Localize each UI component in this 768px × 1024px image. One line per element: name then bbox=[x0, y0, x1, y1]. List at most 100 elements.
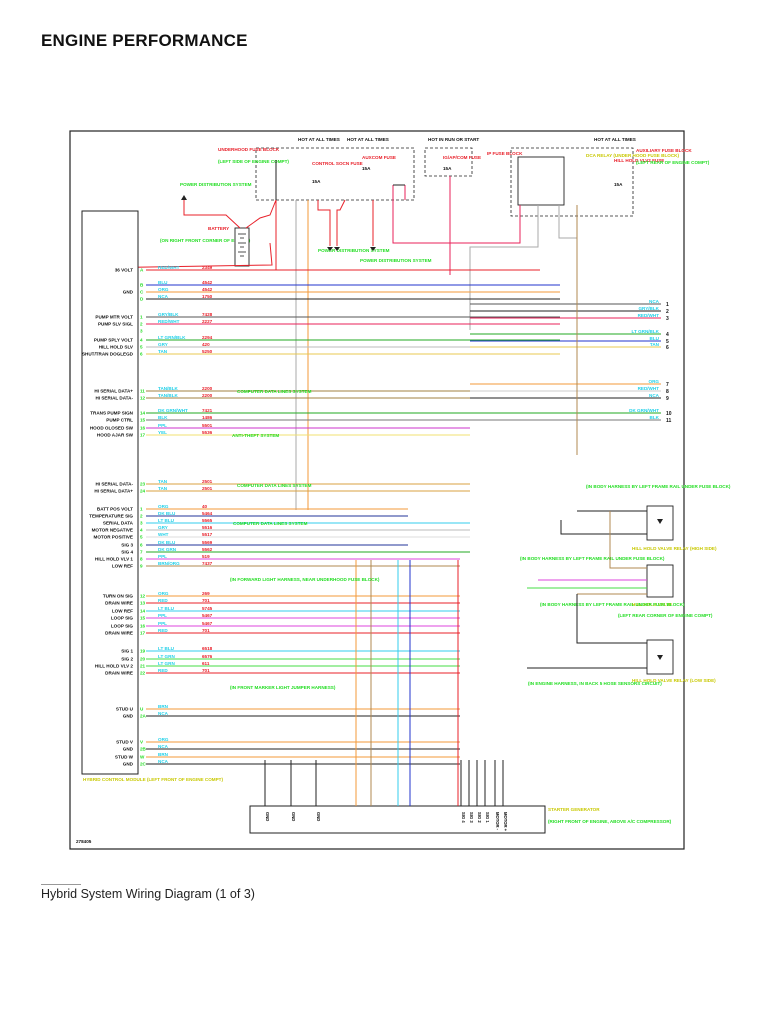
pin-function-label: LOW REF bbox=[112, 609, 133, 614]
circuit-number: 6576 bbox=[202, 654, 213, 659]
wire-color-label: RED bbox=[158, 628, 168, 633]
pin-number: B bbox=[140, 283, 144, 288]
wire-color-label: PPL bbox=[158, 613, 167, 618]
terminal-label: GND bbox=[265, 812, 270, 821]
circuit-number: 2294 bbox=[202, 335, 213, 340]
destination-label: COMPUTER DATA LINES SYSTEM bbox=[237, 483, 312, 488]
hot-label: HOT IN RUN OR START bbox=[428, 137, 479, 142]
fuse-rating: 15A bbox=[312, 179, 321, 184]
circuit-number: 7437 bbox=[202, 561, 213, 566]
pin-number: 6 bbox=[666, 345, 669, 351]
wire-color-label: LT BLU bbox=[158, 646, 175, 651]
destination-label: COMPUTER DATA LINES SYSTEM bbox=[237, 389, 312, 394]
pin-function-label: SIG 4 bbox=[121, 550, 133, 555]
wire-color-label: BLK bbox=[158, 415, 168, 420]
circuit-number: 5536 bbox=[202, 430, 213, 435]
circuit-number: 2501 bbox=[202, 479, 213, 484]
circuit-number: 519 bbox=[202, 554, 210, 559]
pin-number: 15 bbox=[140, 418, 146, 423]
circuit-number: 5569 bbox=[202, 540, 213, 545]
wire-color-label: RED bbox=[158, 668, 168, 673]
pin-number: 21 bbox=[140, 664, 146, 669]
pin-number: V bbox=[140, 740, 144, 745]
pin-number: 13 bbox=[140, 601, 146, 606]
wire-color-label: LT GRN/BLK bbox=[632, 329, 660, 334]
wire-color-label: BRN bbox=[158, 752, 169, 757]
relay-note: DCA RELAY (UNDER HOOD FUSE BLOCK) bbox=[586, 153, 679, 158]
pin-number: 12 bbox=[140, 594, 146, 599]
terminal-label: SIG 2 bbox=[477, 812, 482, 823]
pin-function-label: SERIAL DATA bbox=[103, 521, 134, 526]
fuse-label: IG/AP/COM FUSE bbox=[443, 155, 481, 160]
pin-function-label: HILL HOLD SLV bbox=[99, 345, 134, 350]
circuit-number: 5745 bbox=[202, 606, 213, 611]
pin-function-label: SIG 2 bbox=[121, 657, 133, 662]
underhood-fuse-block-label: UNDERHOOD FUSE BLOCK bbox=[218, 147, 280, 152]
circuit-number: 7428 bbox=[202, 312, 213, 317]
wire-color-label: YEL bbox=[158, 430, 167, 435]
power-distribution-label: POWER DISTRIBUTION SYSTEM bbox=[318, 248, 390, 253]
pin-number: 24 bbox=[140, 489, 146, 494]
hot-label: HOT AT ALL TIMES bbox=[298, 137, 340, 142]
pin-number: 2B bbox=[140, 747, 147, 752]
pin-number: 10 bbox=[666, 411, 672, 417]
pin-function-label: STUD U bbox=[116, 707, 134, 712]
starter-generator-labels: STARTER GENERATOR (RIGHT FRONT OF ENGINE… bbox=[548, 807, 672, 824]
pin-number: 5 bbox=[140, 345, 143, 350]
pin-number: 20 bbox=[140, 657, 146, 662]
wire-color-label: NCA bbox=[649, 393, 660, 398]
ip-fuse-block-label: IP FUSE BLOCK bbox=[487, 151, 523, 156]
pin-function-label: HI SERIAL DATA+ bbox=[94, 389, 133, 394]
pin-function-label: GND bbox=[123, 290, 134, 295]
battery-cells bbox=[238, 233, 246, 257]
hybrid-control-module bbox=[81, 210, 139, 775]
terminal-label: MOTOR - bbox=[495, 812, 500, 831]
circuit-number: 7421 bbox=[202, 408, 213, 413]
pin-function-label: HI SERIAL DATA+ bbox=[94, 489, 133, 494]
wire-color-label: DK GRN/WHT bbox=[629, 408, 659, 413]
pin-function-label: STUD V bbox=[116, 740, 134, 745]
circuit-number: 5565 bbox=[202, 518, 213, 523]
wire-color-label: BLU bbox=[158, 280, 168, 285]
wire-color-label: TAN/BLK bbox=[158, 386, 178, 391]
circuit-number: 4542 bbox=[202, 280, 213, 285]
wire-color-label: BRN/ORG bbox=[158, 561, 180, 566]
wire-color-label: RED bbox=[158, 598, 168, 603]
aux-fuse-block-label: AUXILIARY FUSE BLOCK bbox=[636, 148, 692, 153]
wire-color-label: BLK bbox=[650, 415, 660, 420]
pin-number: D bbox=[140, 297, 144, 302]
right-component-labels: HILL HOLD VALVE RELAY (HIGH SIDE) (IN BO… bbox=[520, 484, 731, 686]
wire-color-label: RED/WHT bbox=[638, 313, 660, 318]
wire-color-label: BLU bbox=[650, 336, 660, 341]
pin-number: 11 bbox=[666, 418, 672, 424]
pin-number: 2 bbox=[140, 514, 143, 519]
module-label: STARTER GENERATOR bbox=[548, 807, 600, 812]
starter-generator bbox=[249, 805, 546, 834]
wire-color-label: LT BLU bbox=[158, 518, 175, 523]
pin-number: 3 bbox=[666, 316, 669, 322]
circuit-number: 701 bbox=[202, 668, 210, 673]
pin-function-label: SHUT/TRAN DOGLEGD bbox=[82, 352, 134, 357]
pin-function-label: HI SERIAL DATA- bbox=[95, 482, 133, 487]
terminal-label: GND bbox=[291, 812, 296, 821]
terminal-label: MOTOR + bbox=[503, 812, 508, 832]
pin-number: 14 bbox=[140, 411, 146, 416]
pin-function-label: TURN ON SIG bbox=[103, 594, 134, 599]
terminal-label: SIG 4 bbox=[461, 812, 466, 823]
pin-function-label: TEMPERATURE SIG bbox=[89, 514, 133, 519]
pin-number: 6 bbox=[140, 352, 143, 357]
pin-function-label: GND bbox=[123, 762, 134, 767]
fuse-label: AUXCOM FUSE bbox=[362, 155, 396, 160]
circuit-number: 701 bbox=[202, 598, 210, 603]
circuit-number: 2227 bbox=[202, 319, 213, 324]
circuit-number: 5467 bbox=[202, 613, 213, 618]
pin-number: 4 bbox=[666, 332, 669, 338]
pin-number: 6 bbox=[140, 543, 143, 548]
wire-color-label: LT GRN/BLK bbox=[158, 335, 186, 340]
wire-color-label: DK GRN/WHT bbox=[158, 408, 188, 413]
harness-note: (IN BODY HARNESS BY LEFT FRAME RAIL UNDE… bbox=[520, 556, 665, 561]
pin-number: 23 bbox=[140, 482, 146, 487]
